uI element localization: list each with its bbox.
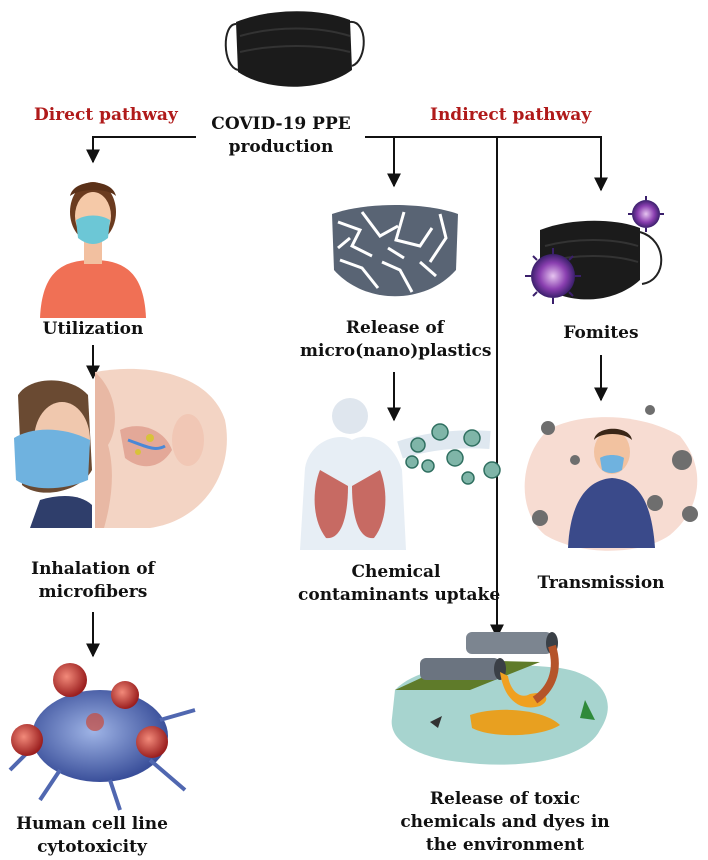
indirect-pathway-title: Indirect pathway: [430, 105, 592, 125]
microplastics-line1: Release of: [345, 318, 445, 338]
cytotoxicity-label: Human cell line cytotoxicity: [0, 813, 184, 859]
microplastics-line2: micro(nano)plastics: [300, 341, 492, 361]
cytotoxicity-line2: cytotoxicity: [37, 837, 147, 857]
chemical-uptake-line1: Chemical: [351, 562, 441, 582]
direct-pathway-title: Direct pathway: [34, 105, 178, 125]
center-title-line2: production: [228, 137, 334, 157]
environment-line3: the environment: [425, 835, 585, 855]
black-mask-icon: [224, 11, 365, 87]
fomites-mask-illustration: [525, 196, 664, 304]
lungs-uptake-illustration: [300, 398, 491, 550]
transmission-illustration: [524, 405, 698, 551]
microplastics-label: Release of micro(nano)plastics: [300, 317, 492, 363]
masked-woman-illustration: [40, 182, 146, 318]
inhalation-line2: microfibers: [38, 582, 148, 602]
environment-label: Release of toxic chemicals and dyes in t…: [395, 788, 615, 857]
inhalation-label: Inhalation of microfibers: [10, 558, 176, 604]
chemical-particles-icon: [405, 423, 501, 485]
cytotoxic-cells-illustration: [8, 663, 196, 811]
connector-lines: [86, 136, 608, 658]
chemical-uptake-line2: contaminants uptake: [298, 585, 501, 605]
center-title: COVID-19 PPE production: [182, 113, 380, 159]
environment-line1: Release of toxic: [429, 789, 581, 809]
inhalation-illustration: [10, 368, 235, 528]
inhalation-line1: Inhalation of: [31, 559, 155, 579]
fomites-label: Fomites: [563, 323, 639, 343]
microplastic-mask-illustration: [332, 205, 458, 297]
chemical-uptake-label: Chemical contaminants uptake: [298, 561, 501, 607]
utilization-label: Utilization: [42, 319, 144, 339]
transmission-label: Transmission: [537, 573, 665, 593]
center-title-line1: COVID-19 PPE: [211, 114, 351, 134]
cytotoxicity-line1: Human cell line: [16, 814, 168, 834]
environment-line2: chemicals and dyes in: [400, 812, 610, 832]
pollution-pipes-illustration: [391, 632, 608, 765]
